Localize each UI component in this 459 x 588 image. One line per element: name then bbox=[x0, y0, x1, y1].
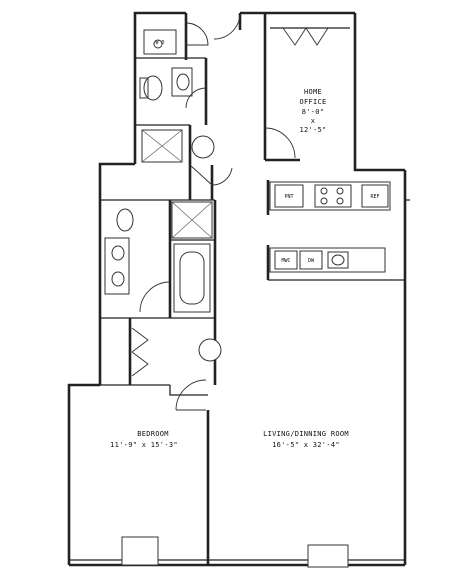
bathtub bbox=[173, 243, 211, 313]
laundry-drum-icon bbox=[153, 39, 163, 49]
closet-doors bbox=[131, 27, 350, 377]
bedroom-dims: 11'-9" x 15'-3" bbox=[110, 441, 178, 449]
window-bedroom bbox=[121, 536, 159, 566]
windows bbox=[69, 199, 410, 568]
pantry-cabinet bbox=[274, 184, 304, 208]
bath-fixtures bbox=[104, 29, 222, 362]
dishwasher-label: DW bbox=[308, 258, 315, 264]
pantry-label: PNT bbox=[284, 194, 293, 200]
sink-basin-icon bbox=[176, 73, 190, 91]
office-dim-2: 12'-5" bbox=[299, 126, 326, 134]
shower-top bbox=[141, 129, 183, 163]
exterior-walls bbox=[67, 11, 407, 567]
microwave-label: MWC bbox=[281, 258, 290, 264]
column-icon bbox=[198, 338, 222, 362]
office-name-1: HOME bbox=[304, 88, 322, 96]
sink-vanity bbox=[171, 67, 193, 97]
window-living bbox=[307, 544, 349, 568]
toilet-icon bbox=[143, 75, 163, 101]
sink-basin-icon bbox=[111, 271, 125, 287]
refrigerator-label: REF bbox=[370, 194, 379, 200]
shower bbox=[171, 201, 213, 239]
kitchen-counter-upper bbox=[269, 181, 391, 211]
bedroom-name: BEDROOM bbox=[137, 430, 169, 438]
office-dim-x: x bbox=[311, 117, 316, 125]
toilet-icon bbox=[116, 208, 134, 232]
kitchen-sink bbox=[327, 251, 349, 269]
office-dim-1: 8'-0" bbox=[302, 108, 325, 116]
column-icon bbox=[191, 135, 215, 159]
labels: HOME OFFICE 8'-0" x 12'-5" BEDROOM 11'-9… bbox=[110, 40, 379, 449]
sink-basin-icon bbox=[331, 254, 345, 266]
laundry-unit bbox=[143, 29, 177, 55]
burner-icon bbox=[336, 197, 344, 205]
kitchen bbox=[269, 181, 391, 273]
interior-walls bbox=[100, 13, 405, 565]
cooktop bbox=[314, 184, 352, 208]
burner-icon bbox=[320, 197, 328, 205]
office-name-2: OFFICE bbox=[299, 98, 326, 106]
living-name: LIVING/DINNING ROOM bbox=[263, 430, 349, 438]
kitchen-counter-lower bbox=[269, 247, 386, 273]
washer-dryer-label: W D bbox=[155, 40, 164, 46]
refrigerator-box bbox=[361, 184, 389, 208]
microwave-box bbox=[274, 250, 298, 270]
double-vanity bbox=[104, 237, 130, 295]
living-dims: 16'-5" x 32'-4" bbox=[272, 441, 340, 449]
sink-basin-icon bbox=[111, 245, 125, 261]
burner-icon bbox=[336, 187, 344, 195]
burner-icon bbox=[320, 187, 328, 195]
dishwasher-box bbox=[299, 250, 323, 270]
